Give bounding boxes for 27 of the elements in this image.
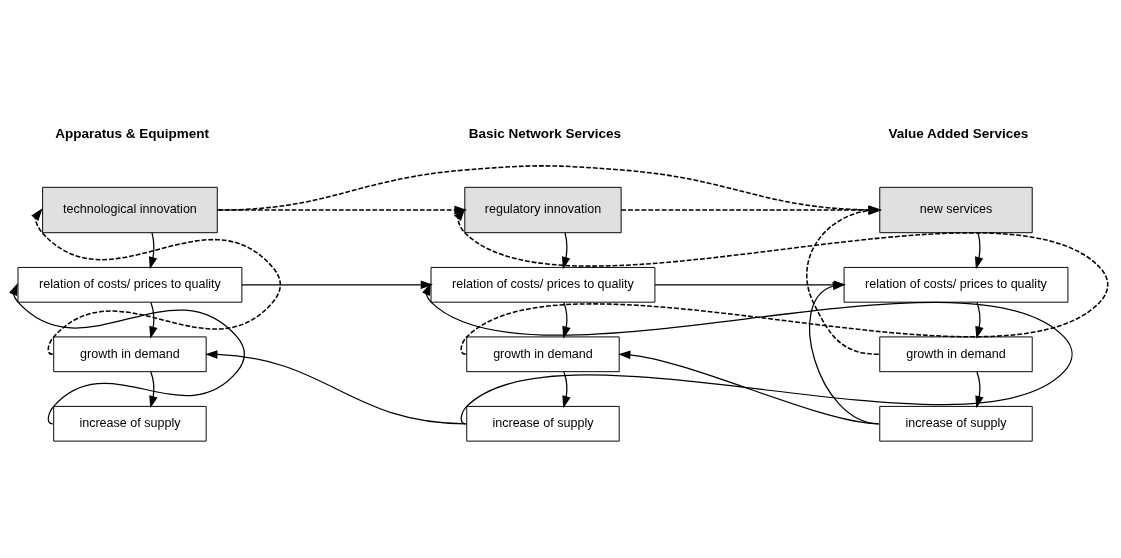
arrow [562, 301, 571, 339]
node-box: increase of supply [879, 405, 1033, 442]
label: Basic Network Services [468, 125, 621, 141]
arrow [241, 280, 433, 289]
arrow [148, 231, 158, 269]
arrow [149, 301, 158, 339]
label: Value Added Services [888, 125, 1029, 141]
node-box: regulatory innovation [464, 186, 622, 233]
node-box: growth in demand [879, 335, 1033, 372]
node-box: growth in demand [466, 335, 620, 372]
arrow [975, 301, 984, 339]
arrow [975, 370, 984, 408]
arrow [561, 231, 571, 269]
node-box: new services [879, 186, 1033, 233]
node-box: increase of supply [53, 405, 207, 442]
label: Apparatus & Equipment [55, 125, 209, 141]
node-box: relation of costs/ prices to quality [843, 266, 1069, 303]
arrow [216, 205, 468, 214]
arrow [149, 370, 158, 408]
arrow [562, 370, 571, 408]
node-box: technological innovation [42, 186, 218, 233]
node-box: growth in demand [53, 335, 207, 372]
node-box: relation of costs/ prices to quality [17, 266, 243, 303]
node-box: relation of costs/ prices to quality [430, 266, 656, 303]
arrow [31, 207, 282, 355]
node-box: increase of supply [466, 405, 620, 442]
arrow [975, 231, 984, 269]
